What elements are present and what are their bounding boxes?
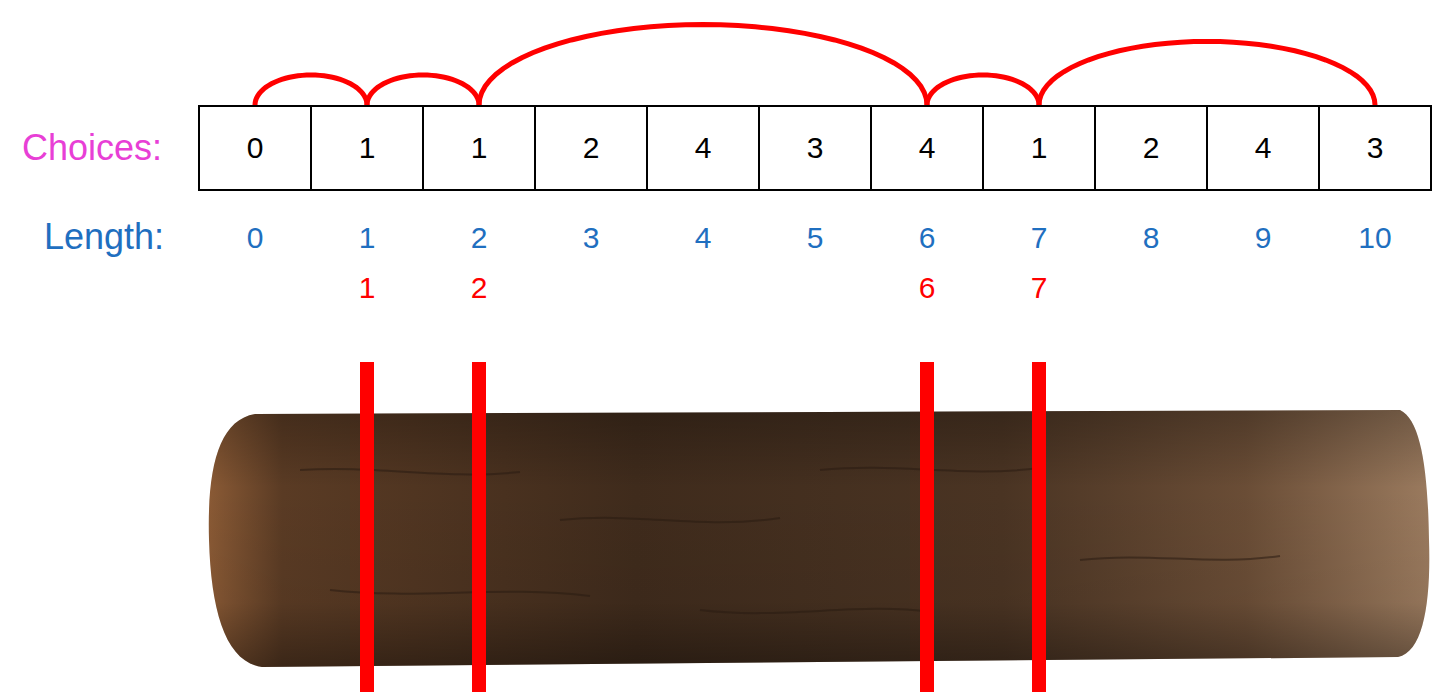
choice-value: 3	[807, 131, 824, 165]
choice-value: 4	[919, 131, 936, 165]
choice-value: 4	[1255, 131, 1272, 165]
row-title: Length:	[44, 217, 164, 257]
length-number: 1	[359, 221, 376, 254]
length-number: 6	[919, 221, 936, 254]
choice-cell: 3	[758, 105, 872, 191]
choice-cell: 2	[1094, 105, 1208, 191]
length-number: 3	[583, 221, 600, 254]
length-number: 7	[1031, 221, 1048, 254]
choice-value: 1	[359, 131, 376, 165]
choice-cell: 4	[646, 105, 760, 191]
choice-cell: 1	[982, 105, 1096, 191]
choice-cell: 0	[198, 105, 312, 191]
length-number: 9	[1255, 221, 1272, 254]
cut-line	[472, 362, 486, 692]
choice-value: 3	[1367, 131, 1384, 165]
cut-lines	[360, 362, 1046, 692]
choice-value: 0	[247, 131, 264, 165]
cut-number: 7	[1031, 271, 1048, 304]
cut-number: 6	[919, 271, 936, 304]
cut-number: 1	[359, 271, 376, 304]
choice-cell: 3	[1318, 105, 1432, 191]
choice-cell: 4	[1206, 105, 1320, 191]
choice-value: 2	[1143, 131, 1160, 165]
choice-arc	[927, 75, 1039, 105]
choice-value: 1	[1031, 131, 1048, 165]
choice-cell: 1	[422, 105, 536, 191]
cut-line	[1032, 362, 1046, 692]
choice-value: 4	[695, 131, 712, 165]
cut-number: 2	[471, 271, 488, 304]
choice-value: 2	[583, 131, 600, 165]
bark-texture	[300, 468, 1280, 613]
length-number: 10	[1358, 221, 1391, 254]
choice-arc	[367, 75, 479, 105]
choice-arc	[1039, 41, 1375, 105]
length-number: 4	[695, 221, 712, 254]
choice-arc	[479, 25, 927, 105]
length-number: 2	[471, 221, 488, 254]
choice-cell: 4	[870, 105, 984, 191]
log-shading	[209, 410, 1430, 667]
length-number: 8	[1143, 221, 1160, 254]
choice-cell: 2	[534, 105, 648, 191]
choice-value: 1	[471, 131, 488, 165]
choice-cell: 1	[310, 105, 424, 191]
length-number: 0	[247, 221, 264, 254]
choice-arc	[255, 75, 367, 105]
cut-line	[360, 362, 374, 692]
row-title: Choices:	[22, 128, 162, 168]
cut-line	[920, 362, 934, 692]
length-number: 5	[807, 221, 824, 254]
log-body	[209, 410, 1430, 667]
